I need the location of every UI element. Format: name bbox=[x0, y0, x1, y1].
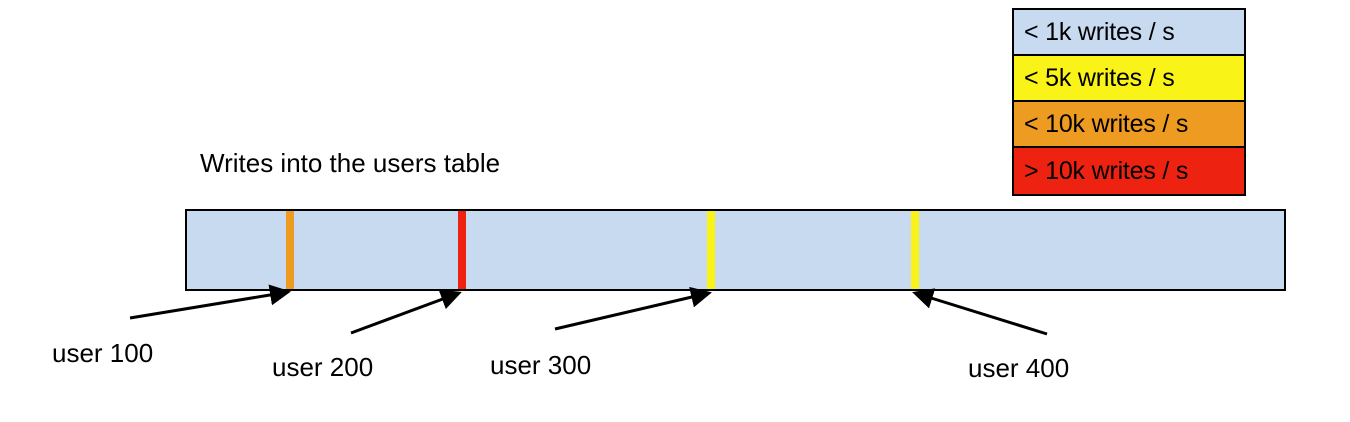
legend-item-under-5k: < 5k writes / s bbox=[1014, 56, 1244, 102]
legend-item-label: < 1k writes / s bbox=[1024, 17, 1175, 46]
legend-item-over-10k: > 10k writes / s bbox=[1014, 148, 1244, 194]
callout-label-user-400: user 400 bbox=[968, 353, 1070, 383]
legend-item-under-1k: < 1k writes / s bbox=[1014, 10, 1244, 56]
hotspot-stripe-user-400 bbox=[911, 211, 919, 289]
callout-label-user-300: user 300 bbox=[490, 350, 592, 380]
callout-label-user-200: user 200 bbox=[272, 352, 374, 382]
hotspot-stripe-user-200 bbox=[458, 211, 466, 289]
callout-arrow-user-300 bbox=[554, 286, 712, 331]
legend-item-label: < 10k writes / s bbox=[1024, 109, 1189, 138]
callout-arrow-user-400 bbox=[912, 288, 1048, 336]
hotspot-stripe-user-100 bbox=[286, 211, 294, 289]
callout-label-user-100: user 100 bbox=[52, 338, 154, 368]
callout-arrow-user-100 bbox=[129, 284, 291, 320]
legend-item-under-10k: < 10k writes / s bbox=[1014, 102, 1244, 148]
legend-item-label: < 5k writes / s bbox=[1024, 63, 1175, 92]
legend-item-label: > 10k writes / s bbox=[1024, 156, 1189, 185]
legend: < 1k writes / s < 5k writes / s < 10k wr… bbox=[1012, 8, 1246, 196]
callout-arrow-user-200 bbox=[350, 289, 462, 335]
chart-title: Writes into the users table bbox=[200, 148, 501, 178]
users-table-bar bbox=[185, 209, 1286, 291]
hotspot-stripe-user-300 bbox=[707, 211, 715, 289]
